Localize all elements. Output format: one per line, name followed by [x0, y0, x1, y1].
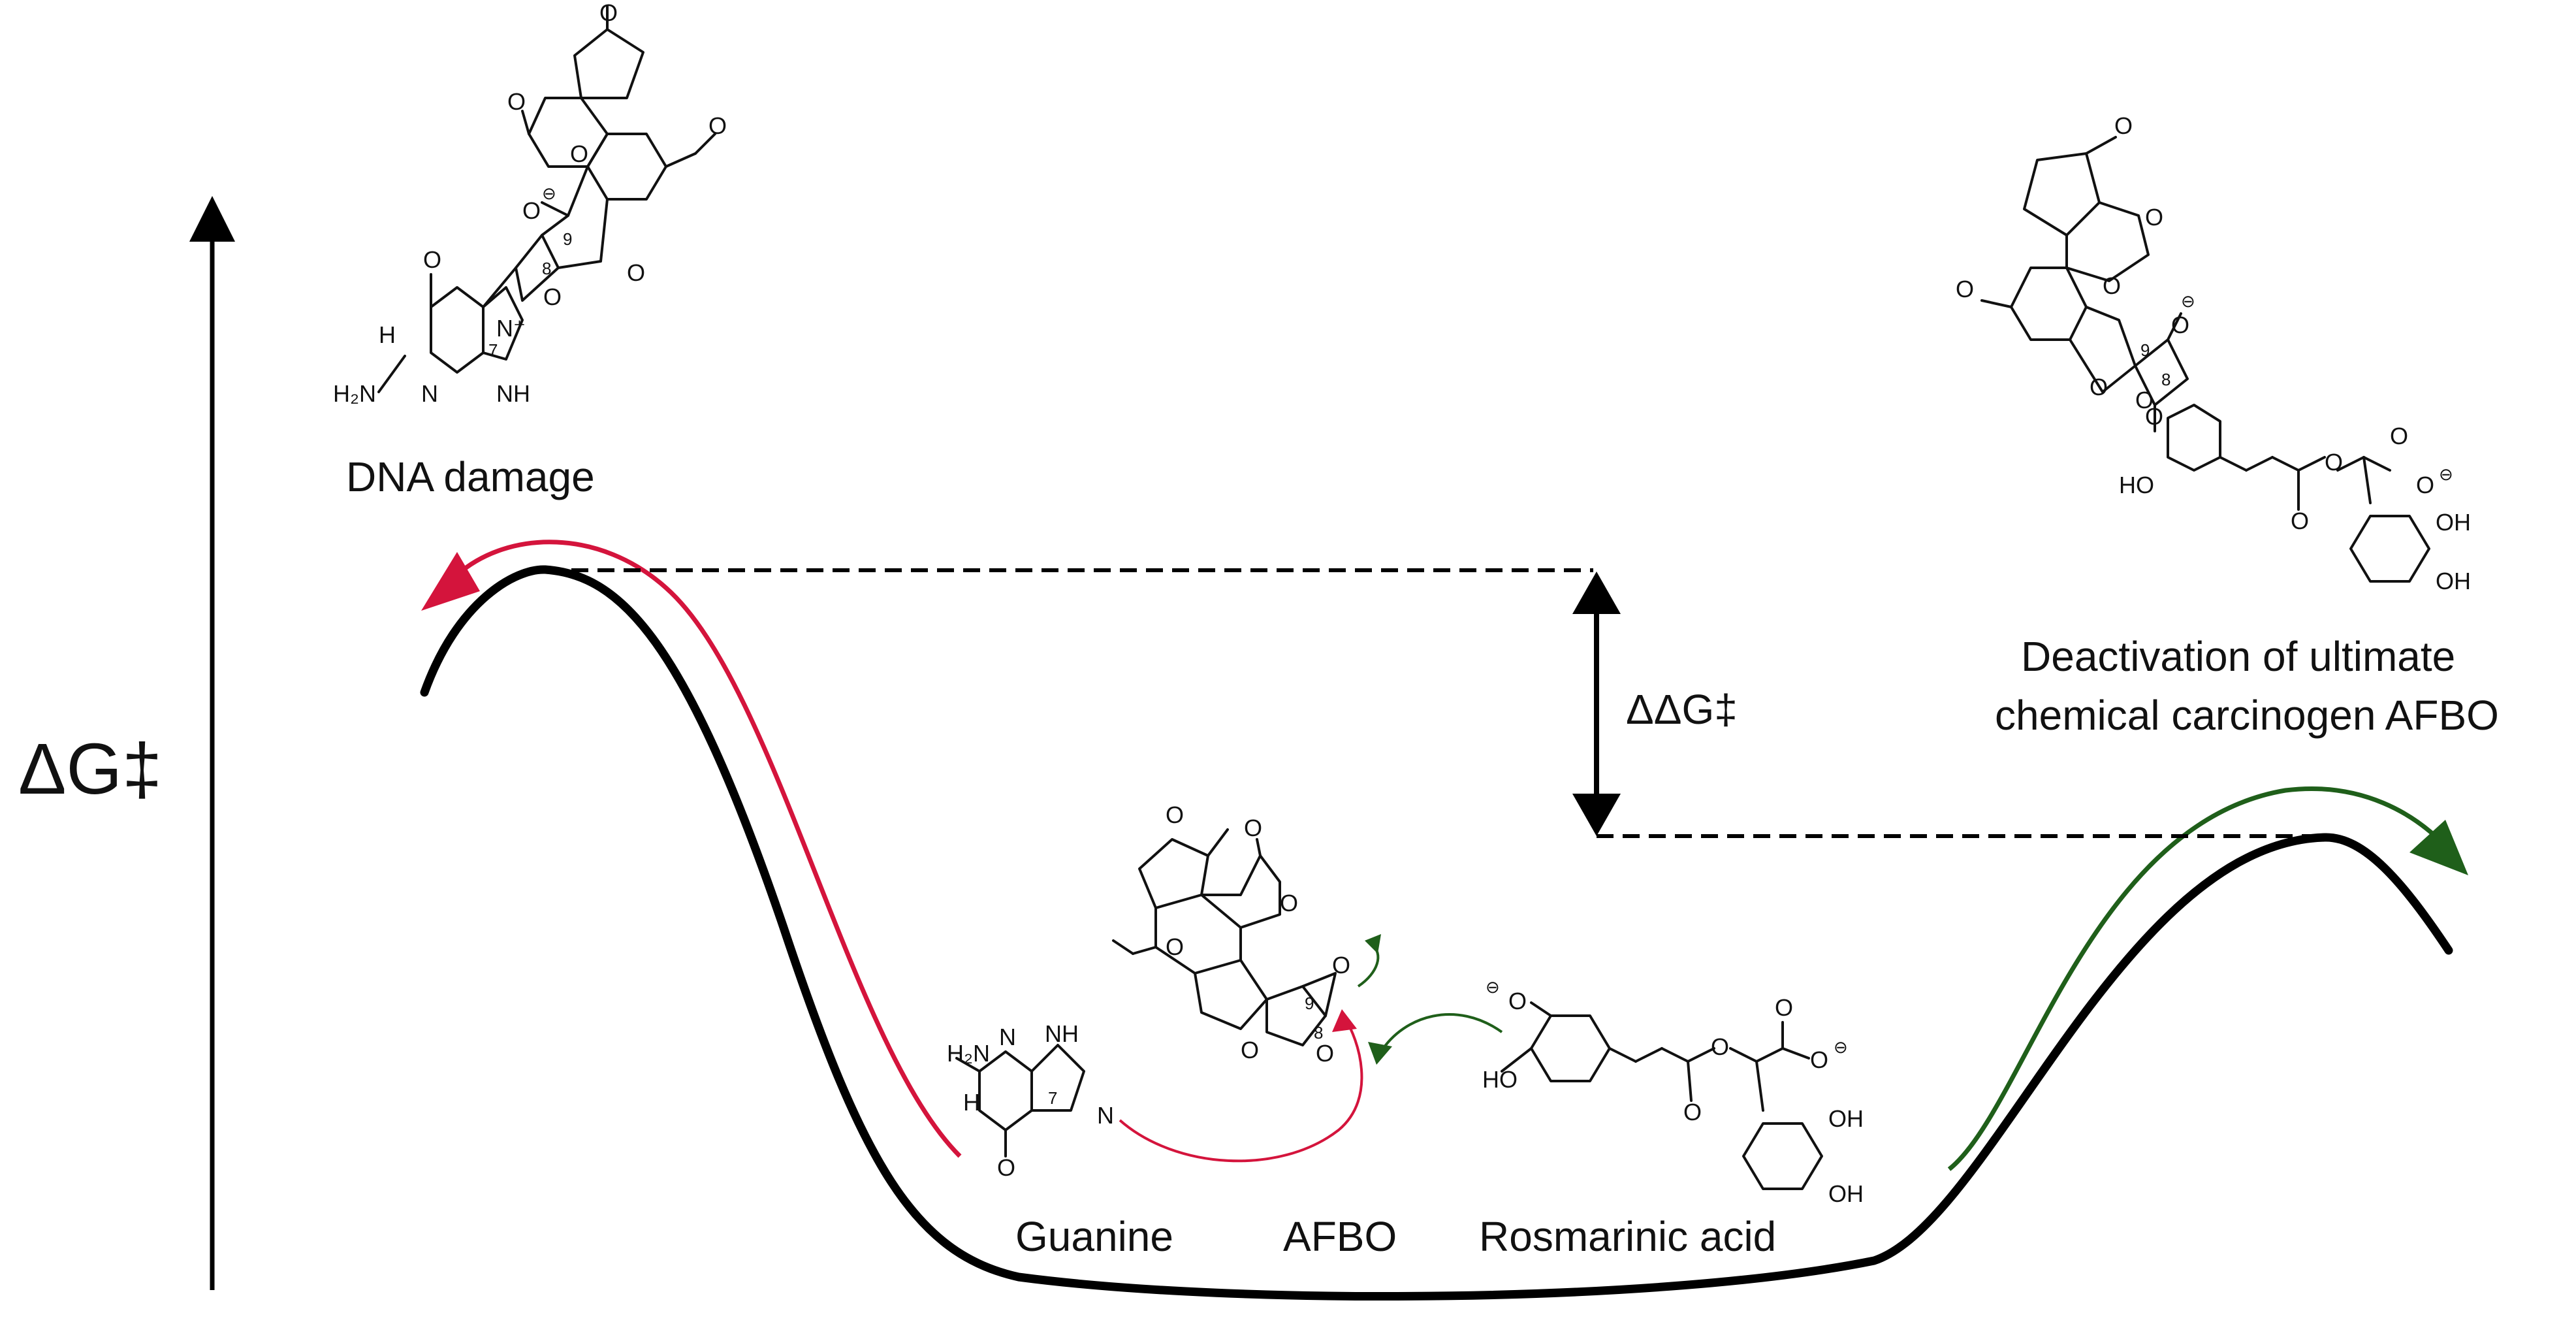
guanine-oxo: O [997, 1154, 1015, 1181]
adduct-c9: 9 [563, 229, 572, 249]
energy-profile-curve [420, 565, 2453, 1301]
adduct-guanine-o: O [423, 246, 441, 273]
guanine-n7-number: 7 [1048, 1088, 1057, 1108]
epoxide-opening-arrowhead [1365, 934, 1381, 954]
rosmarinic-ester-o: O [1711, 1033, 1729, 1060]
deact-ring-o: O [2103, 272, 2121, 299]
adduct-o-minus: O [522, 197, 541, 224]
deactivation-arrowhead [2409, 820, 2468, 875]
y-axis-label: ΔG‡ [18, 729, 162, 809]
adduct-n7plus: N⁺ [496, 315, 526, 342]
dna-damage-label: DNA damage [346, 453, 595, 500]
deact-ome: O [1956, 276, 1974, 302]
deact-oh-2: OH [2436, 568, 2471, 594]
deact-minus-sign: ⊖ [2181, 291, 2195, 311]
deactivation-label-line1: Deactivation of ultimate [2021, 633, 2455, 680]
afbo-ring-o: O [1280, 890, 1298, 916]
rosmarinic-acid-label: Rosmarinic acid [1479, 1213, 1776, 1260]
deact-furan-o1: O [2090, 374, 2108, 400]
ddg-label: ΔΔG‡ [1626, 686, 1738, 733]
deact-oxo-top: O [2114, 112, 2133, 139]
guanine-structure [955, 1044, 1085, 1157]
deactivation-label-line2: chemical carcinogen AFBO [1995, 692, 2499, 739]
adduct-h2n: H₂N [333, 380, 376, 407]
adduct-oxo-top: O [599, 0, 618, 26]
guanine-n7: N [1097, 1102, 1114, 1129]
afbo-epoxide-o: O [1332, 952, 1350, 978]
rosmarinic-attack-arrow [1380, 1013, 1503, 1053]
adduct-ring-o: O [570, 140, 588, 167]
afbo-label: AFBO [1283, 1213, 1397, 1260]
adduct-ome: O [708, 112, 727, 139]
afbo-structure [1112, 828, 1337, 1046]
deact-c8: 8 [2161, 370, 2171, 389]
dna-damage-arrowhead [421, 552, 480, 611]
afbo-ome: O [1166, 933, 1184, 960]
deact-c9: 9 [2140, 340, 2150, 360]
rosmarinic-acid-structure [1501, 1001, 1823, 1190]
rosmarinic-oh-2: OH [1828, 1180, 1864, 1207]
deact-ester-o: O [2325, 449, 2343, 476]
guanine-hn1: H [963, 1089, 980, 1116]
rosmarinic-attack-arrowhead [1368, 1042, 1392, 1065]
afbo-c9: 9 [1305, 994, 1314, 1013]
dna-adduct-structure [377, 5, 716, 393]
guanine-attack-arrow [1119, 1018, 1363, 1163]
adduct-hn: H [379, 321, 396, 348]
afbo-c8: 8 [1314, 1023, 1323, 1043]
deact-oxo-right: O [2145, 204, 2163, 231]
adduct-nh: NH [496, 380, 530, 407]
afbo-furan-o1: O [1241, 1037, 1259, 1063]
dna-damage-arrow [455, 540, 962, 1158]
deactivation-arrow [1947, 786, 2444, 1171]
rosmarinic-oh-1: OH [1828, 1105, 1864, 1132]
afbo-oxo-top: O [1166, 801, 1184, 828]
deactivated-adduct-structure [1980, 136, 2430, 583]
deact-ether-o: O [2145, 403, 2163, 430]
ddg-arrowhead-down [1572, 794, 1621, 836]
y-axis-arrowhead [189, 196, 235, 242]
afbo-furan-o2: O [1316, 1040, 1334, 1067]
adduct-furan-o1: O [543, 283, 562, 310]
deact-ho: HO [2119, 472, 2154, 498]
guanine-label: Guanine [1015, 1213, 1173, 1260]
deact-furan-o2: O [2135, 387, 2154, 413]
guanine-nh9: NH [1045, 1020, 1079, 1047]
guanine-h2n: H₂N [947, 1040, 990, 1067]
ddg-arrowhead-up [1572, 572, 1621, 614]
afbo-oxo-right: O [1244, 815, 1262, 841]
adduct-minus-sign: ⊖ [542, 184, 556, 203]
adduct-furan-o2: O [627, 259, 645, 286]
adduct-c8: 8 [542, 259, 551, 278]
deact-acid-o: O [2416, 472, 2434, 498]
rosmarinic-acid-o-top: O [1775, 994, 1793, 1021]
deact-acid-o-top: O [2390, 423, 2408, 449]
guanine-n3: N [999, 1024, 1016, 1050]
guanine-attack-arrowhead [1332, 1009, 1357, 1032]
rosmarinic-acid-o: O [1810, 1046, 1828, 1073]
rosmarinic-minus-top: ⊖ [1486, 977, 1500, 997]
rosmarinic-o-minus: O [1508, 988, 1527, 1014]
rosmarinic-acid-minus: ⊖ [1834, 1037, 1848, 1057]
adduct-n3: N [421, 380, 438, 407]
adduct-n7-number: 7 [488, 340, 498, 360]
rosmarinic-carbonyl-o: O [1683, 1099, 1702, 1125]
deact-oh-1: OH [2436, 509, 2471, 536]
deact-o-minus: O [2171, 312, 2189, 338]
adduct-oxo-left: O [507, 88, 526, 115]
rosmarinic-ho: HO [1482, 1066, 1518, 1093]
deact-carbonyl-o: O [2291, 508, 2309, 534]
deact-acid-minus: ⊖ [2439, 464, 2453, 484]
